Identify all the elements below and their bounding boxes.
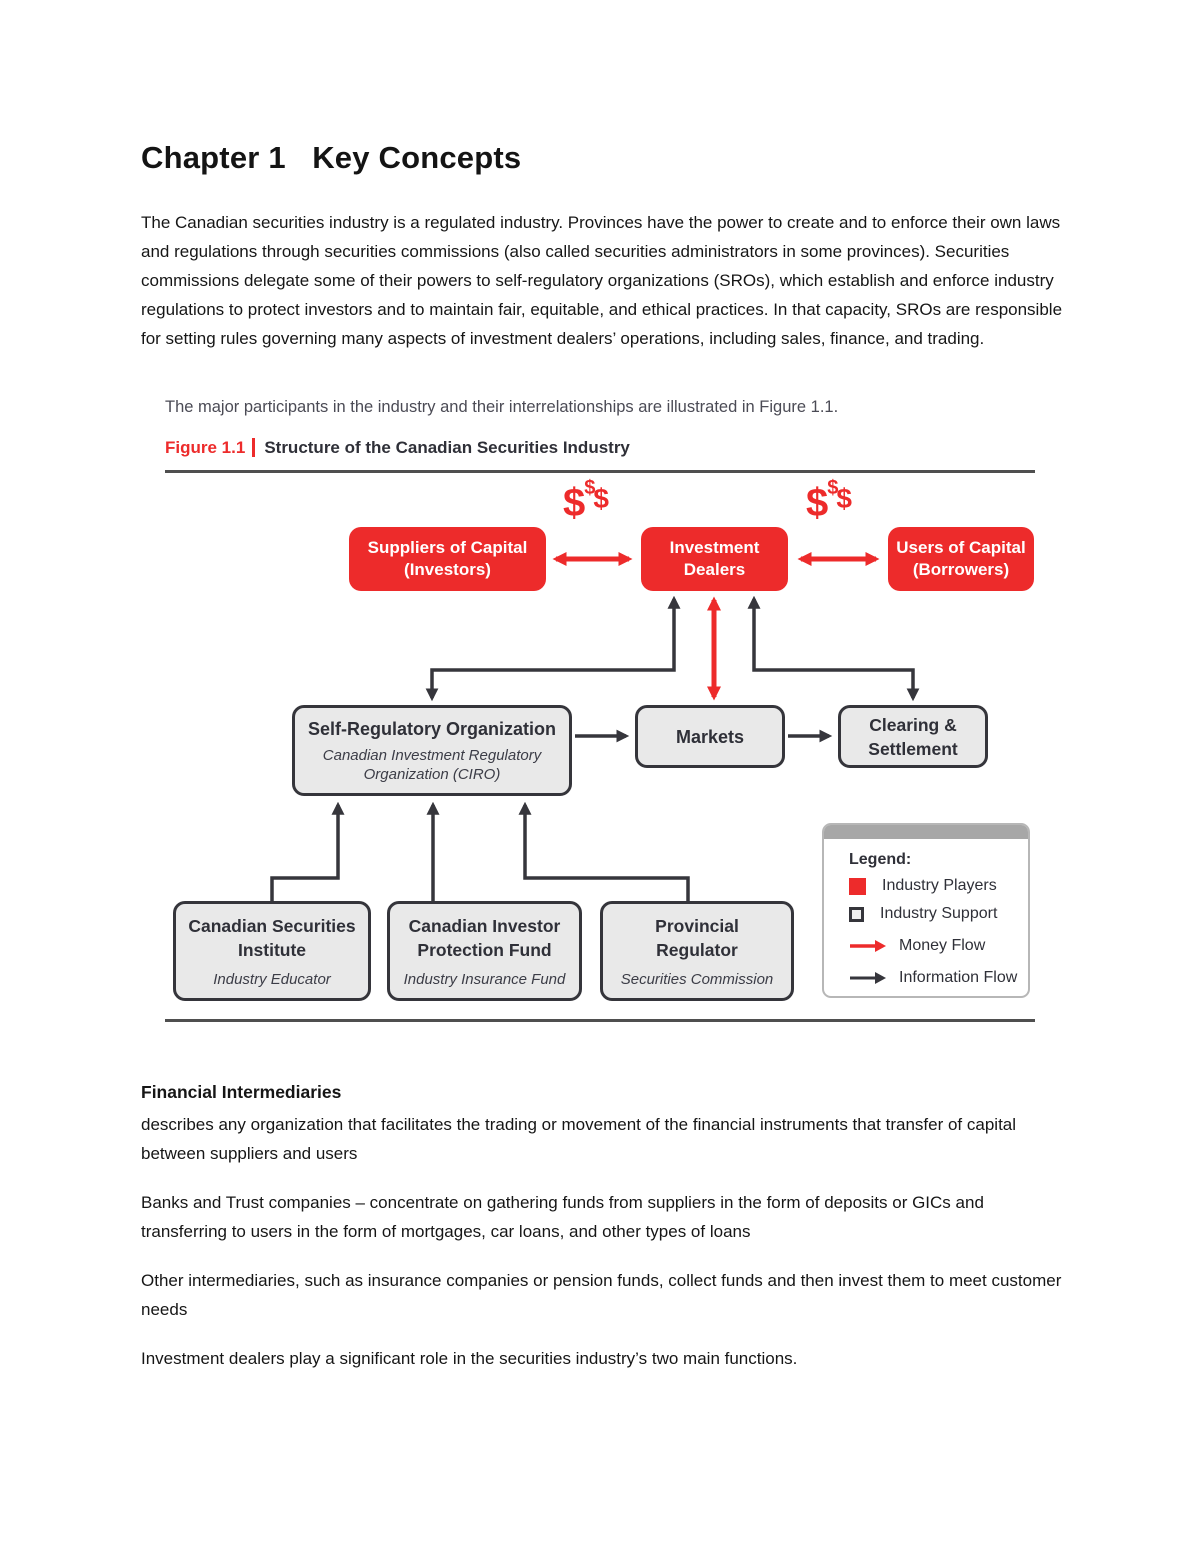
- node-label-line: Users of Capital: [896, 538, 1026, 557]
- node-title: Clearing &: [869, 714, 957, 735]
- paragraph-investment-dealers-role: Investment dealers play a significant ro…: [141, 1349, 798, 1368]
- legend-item-label: Industry Support: [880, 905, 998, 922]
- legend-panel: Legend: Industry Players Industry Suppor…: [822, 823, 1030, 998]
- node-label-line: (Borrowers): [912, 560, 1010, 579]
- node-title: Regulator: [656, 939, 738, 960]
- legend-item-label: Information Flow: [899, 969, 1018, 986]
- dollar-sign-icon: $: [836, 483, 852, 514]
- section-heading-financial-intermediaries: Financial Intermediaries: [141, 1082, 342, 1102]
- dollar-sign-icon: $: [563, 481, 586, 525]
- node-subtitle: Industry Insurance Fund: [403, 970, 566, 988]
- paragraph-banks-trust: Banks and Trust companies – concentrate …: [141, 1193, 984, 1241]
- node-users-of-capital: Users of Capital (Borrowers): [888, 527, 1034, 591]
- industry-players-swatch-icon: [849, 877, 866, 895]
- figure-caption: Figure 1.1 Structure of the Canadian Secu…: [165, 438, 630, 458]
- figure-caption-divider: [252, 438, 256, 457]
- node-label-line: Dealers: [683, 560, 746, 579]
- legend-item-industry-players: Industry Players: [849, 877, 1028, 895]
- info-flow-dealers-sro: [425, 595, 681, 702]
- node-self-regulatory-organization: Self-Regulatory Organization Canadian In…: [292, 705, 572, 796]
- node-suppliers-of-capital: Suppliers of Capital (Investors): [349, 527, 546, 591]
- page-title: Chapter 1 Key Concepts: [141, 140, 522, 175]
- node-label-line: (Investors): [404, 560, 491, 579]
- node-subtitle: Securities Commission: [620, 970, 774, 988]
- node-canadian-investor-protection-fund: Canadian Investor Protection Fund Indust…: [387, 901, 582, 1001]
- information-flow-arrow-icon: [850, 972, 886, 984]
- legend-header-bar: [824, 825, 1028, 839]
- legend-item-information-flow: Information Flow: [849, 969, 1028, 987]
- industry-support-swatch-icon: [849, 906, 864, 922]
- node-provincial-regulator: Provincial Regulator Securities Commissi…: [600, 901, 794, 1001]
- flow-arrows: [270, 552, 920, 901]
- node-title: Institute: [237, 939, 307, 960]
- dollar-sign-icon: $: [806, 481, 829, 525]
- node-canadian-securities-institute: Canadian Securities Institute Industry E…: [173, 901, 371, 1001]
- paragraph-financial-intermediaries: describes any organization that facilita…: [141, 1115, 1017, 1163]
- node-clearing-settlement: Clearing & Settlement: [838, 705, 988, 768]
- node-title: Canadian Securities: [188, 915, 356, 936]
- figure-lead-text: The major participants in the industry a…: [165, 398, 839, 416]
- legend-heading: Legend:: [849, 851, 912, 868]
- legend-item-label: Money Flow: [899, 937, 986, 954]
- figure-label: Figure 1.1: [165, 438, 246, 457]
- dollar-sign-icon: $: [827, 477, 839, 499]
- node-title: Provincial: [655, 915, 739, 936]
- node-label-line: Suppliers of Capital: [367, 538, 528, 557]
- node-label-line: Investment: [669, 538, 760, 557]
- money-symbol-cluster-left: $$$: [563, 477, 609, 526]
- figure-title: Structure of the Canadian Securities Ind…: [264, 438, 630, 457]
- node-markets: Markets: [635, 705, 785, 768]
- node-subtitle: Industry Educator: [213, 970, 331, 988]
- info-flow-dealers-clearing: [747, 595, 920, 702]
- node-title: Self-Regulatory Organization: [307, 719, 557, 739]
- money-symbol-cluster-right: $$$: [806, 477, 852, 526]
- legend-item-industry-support: Industry Support: [849, 905, 1028, 923]
- info-flow-provincial-sro: [518, 801, 690, 901]
- paragraph-other-intermediaries: Other intermediaries, such as insurance …: [141, 1271, 1062, 1319]
- legend-item-label: Industry Players: [882, 877, 997, 894]
- figure-1-1-diagram: $$$ $$$ Suppliers of Capital (Investors)…: [165, 470, 1035, 1022]
- node-subtitle: Canadian Investment Regulatory Organizat…: [322, 747, 542, 783]
- dollar-sign-icon: $: [593, 483, 609, 514]
- node-title: Protection Fund: [417, 939, 552, 960]
- node-title: Settlement: [868, 738, 958, 759]
- info-flow-csi-sro: [270, 801, 345, 901]
- node-title: Markets: [675, 726, 745, 747]
- intro-paragraph: The Canadian securities industry is a re…: [141, 213, 1063, 348]
- node-investment-dealers: Investment Dealers: [641, 527, 788, 591]
- dollar-sign-icon: $: [584, 477, 596, 499]
- money-flow-arrow-icon: [850, 940, 886, 952]
- legend-item-money-flow: Money Flow: [849, 937, 1028, 955]
- node-title: Canadian Investor: [408, 915, 561, 936]
